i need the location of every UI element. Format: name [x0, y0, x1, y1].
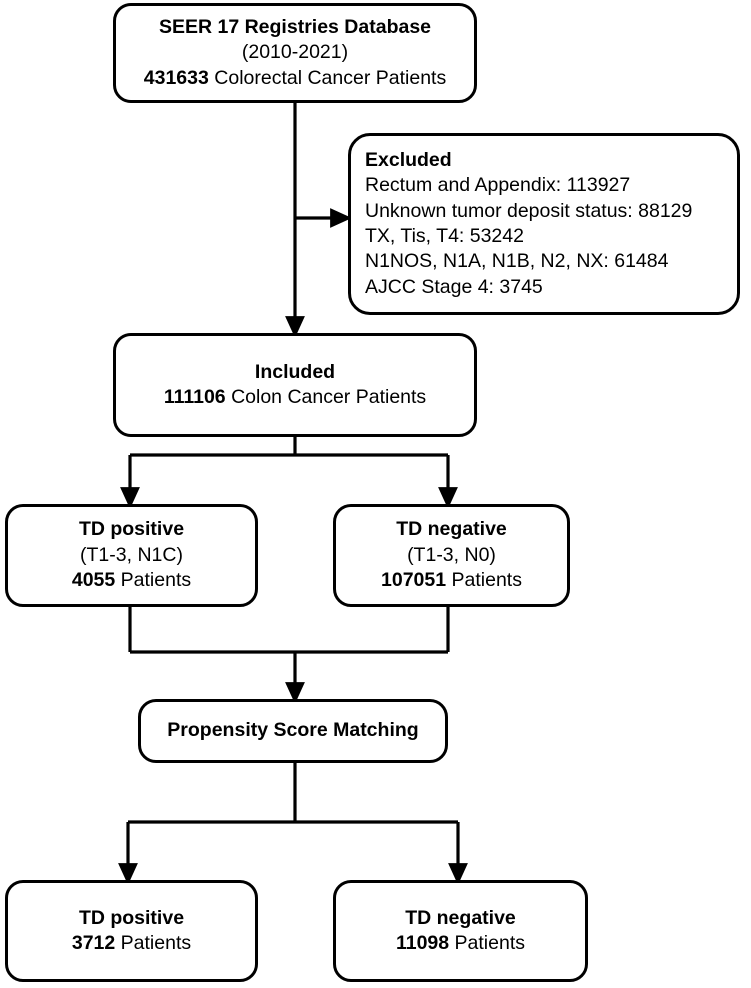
td-negative-matched-count: 11098 Patients — [396, 931, 525, 956]
excluded-heading: Excluded — [365, 148, 452, 171]
td-negative-count: 107051 Patients — [381, 568, 522, 593]
excluded-item-ajcc-stage-4: AJCC Stage 4: 3745 — [365, 275, 543, 298]
td-negative-stage: (T1-3, N0) — [407, 543, 496, 566]
excluded-item-rectum-appendix: Rectum and Appendix: 113927 — [365, 174, 631, 197]
td-negative-count-value: 107051 — [381, 569, 447, 592]
excluded-item-t-stage: TX, Tis, T4: 53242 — [365, 225, 524, 247]
td-negative-matched-count-label: Patients — [449, 932, 526, 954]
source-title: SEER 17 Registries Database — [158, 15, 432, 38]
td-positive-matched-count-value: 3712 — [71, 932, 116, 954]
td-positive-title: TD positive — [78, 518, 185, 541]
td-positive-matched-count: 3712 Patients — [72, 931, 191, 956]
td-negative-matched-title: TD negative — [405, 906, 516, 929]
td-positive-count-value: 4055 — [71, 569, 116, 592]
included-count-value: 111106 — [163, 386, 226, 408]
included-heading: Included — [254, 360, 336, 383]
source-count-value: 431633 — [143, 66, 209, 89]
source-count-label: Colorectal Cancer Patients — [208, 66, 447, 89]
td-positive-count-label: Patients — [115, 569, 192, 592]
psm-title: Propensity Score Matching — [167, 719, 419, 742]
node-propensity-score-matching: Propensity Score Matching — [138, 699, 448, 763]
excluded-item-unknown-tumor-deposit: Unknown tumor deposit status: 88129 — [365, 199, 693, 222]
source-years: (2010-2021) — [241, 41, 349, 64]
node-excluded: Excluded Rectum and Appendix: 113927 Unk… — [348, 133, 740, 315]
included-count-label: Colon Cancer Patients — [225, 386, 427, 408]
td-negative-matched-count-value: 11098 — [395, 932, 450, 954]
td-negative-title: TD negative — [396, 518, 507, 541]
node-td-negative: TD negative (T1-3, N0) 107051 Patients — [333, 504, 570, 607]
td-positive-matched-count-label: Patients — [115, 932, 192, 954]
node-included: Included 111106 Colon Cancer Patients — [113, 333, 477, 437]
node-td-negative-matched: TD negative 11098 Patients — [333, 880, 588, 982]
td-negative-count-label: Patients — [446, 569, 522, 592]
td-positive-stage: (T1-3, N1C) — [80, 543, 183, 566]
td-positive-count: 4055 Patients — [72, 568, 191, 593]
excluded-item-n-stage: N1NOS, N1A, N1B, N2, NX: 61484 — [365, 250, 669, 273]
included-patient-count: 111106 Colon Cancer Patients — [164, 385, 426, 410]
node-seer-source: SEER 17 Registries Database (2010-2021) … — [113, 3, 477, 103]
td-positive-matched-title: TD positive — [78, 906, 185, 929]
node-td-positive: TD positive (T1-3, N1C) 4055 Patients — [5, 504, 258, 607]
source-patient-count: 431633 Colorectal Cancer Patients — [144, 66, 446, 91]
node-td-positive-matched: TD positive 3712 Patients — [5, 880, 258, 982]
